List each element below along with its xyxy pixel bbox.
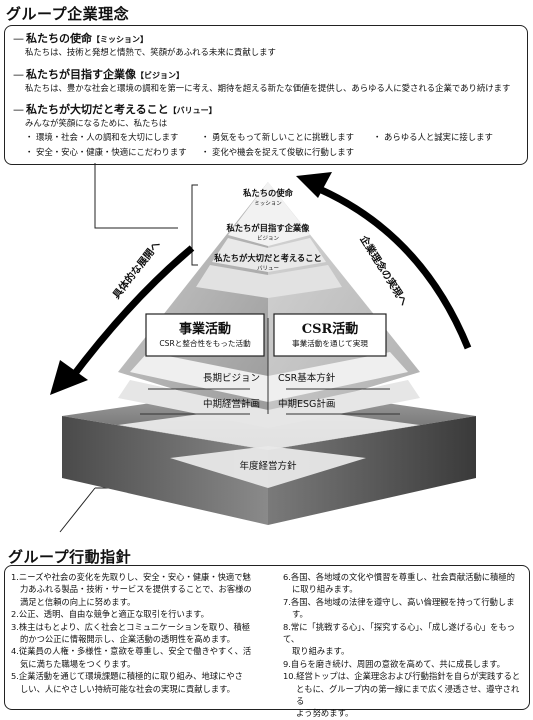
bracket xyxy=(191,184,198,266)
csr-sub: 事業活動を通じて実現 xyxy=(292,339,368,348)
biz-title: 事業活動 xyxy=(178,322,231,337)
connector-line xyxy=(59,487,96,533)
philosophy-title: グループ企業理念 xyxy=(6,5,130,23)
values-heading: —私たちが大切だと考えること【バリュー】 xyxy=(13,103,217,116)
csr-box xyxy=(273,313,387,357)
values-intro: みんなが笑顔になるために、私たちは xyxy=(25,118,168,128)
values-item: ・ 安全・安心・健康・快適にこだわります xyxy=(25,147,187,157)
guideline-title: グループ行動指針 xyxy=(8,548,132,566)
arrow-right-head xyxy=(296,172,332,198)
guideline-item: 7.各国、各地域の法律を遵守し、高い倫理観を持って行動します。 xyxy=(283,596,515,620)
annual-label: 年度経営方針 xyxy=(239,461,297,472)
csr-title: CSR活動 xyxy=(301,322,359,337)
mission-heading: —私たちの使命【ミッション】 xyxy=(13,32,148,45)
values-item: ・ 勇気をもって新しいことに挑戦します xyxy=(201,132,354,142)
philosophy-box: —私たちの使命【ミッション】 私たちは、技術と発想と情熱で、笑顔があふれる未来に… xyxy=(4,25,528,165)
pyramid-values-sub: バリュー xyxy=(256,266,279,272)
guidelines-left: 1.ニーズや社会の変化を先取りし、安全・安心・健康・快適で魅力あふれる製品・技術… xyxy=(11,571,273,695)
values-item: ・ 環境・社会・人の調和を大切にします xyxy=(25,132,179,142)
tier-vision xyxy=(212,238,326,272)
vision-text: 私たちは、豊かな社会と環境の調和を第一に考え、期待を超える新たな価値を提供し、あ… xyxy=(25,83,511,93)
tier-values xyxy=(196,265,342,298)
pyramid-mission-sub: ミッション xyxy=(254,201,282,207)
mid-plan-label: 中期経営計画 xyxy=(202,399,260,410)
long-vision-label: 長期ビジョン xyxy=(202,373,260,384)
annual-face xyxy=(170,446,366,488)
biz-box xyxy=(145,313,265,357)
guideline-box: 1.ニーズや社会の変化を先取りし、安全・安心・健康・快適で魅力あふれる製品・技術… xyxy=(4,565,530,718)
mid-esg-label: 中期ESG計画 xyxy=(278,399,336,410)
base-left xyxy=(62,416,268,525)
connector-line xyxy=(94,163,178,229)
guideline-item: 1.ニーズや社会の変化を先取りし、安全・安心・健康・快適で魅力あふれる製品・技術… xyxy=(11,572,252,607)
guideline-item: 5.企業活動を通じて環境課題に積極的に取り組み、地球にやさしい、人にやさしい持続… xyxy=(11,671,243,694)
tier-long-vision xyxy=(130,352,408,402)
base-right xyxy=(268,416,476,525)
guidelines-right: 6.各国、各地域の文化や慣習を尊重し、社会貢献活動に積極的に取り組みます。 7.… xyxy=(283,571,527,720)
csr-policy-label: CSR基本方針 xyxy=(278,373,336,384)
pyramid-vision-label: 私たちが目指す企業像 xyxy=(226,223,310,233)
guideline-item: 8.常に「挑戦する心」、「探究する心」、「成し遂げる心」をもって、取り組みます。 xyxy=(283,621,515,657)
pyramid-mission-label: 私たちの使命 xyxy=(243,188,293,198)
biz-sub: CSRと整合性をもった活動 xyxy=(159,339,251,348)
guideline-item: 2.公正、透明、自由な競争と適正な取引を行います。 xyxy=(11,609,209,620)
values-item: ・ 変化や機会を捉えて俊敏に行動します xyxy=(201,147,354,157)
tier-mission xyxy=(228,182,310,246)
mission-text: 私たちは、技術と発想と情熱で、笑顔があふれる未来に貢献します xyxy=(25,47,276,57)
arrow-left-head xyxy=(50,360,88,395)
arrow-left-shaft xyxy=(67,245,195,383)
guideline-item: 9.自らを磨き続け、周囲の意欲を高めて、共に成長します。 xyxy=(283,658,505,669)
values-item: ・ あらゆる人と誠実に接します xyxy=(373,132,493,142)
pyramid-vision-sub: ビジョン xyxy=(256,236,279,242)
vision-heading: —私たちが目指す企業像【ビジョン】 xyxy=(13,68,184,81)
guideline-item: 4.従業員の人権・多様性・意欲を尊重し、安全で働きやすく、活気に満ちた職場をつく… xyxy=(11,646,252,669)
guideline-item: 6.各国、各地域の文化や慣習を尊重し、社会貢献活動に積極的に取り組みます。 xyxy=(283,572,515,595)
arrow-right-shaft xyxy=(308,181,472,350)
pyramid-values-label: 私たちが大切だと考えること xyxy=(214,253,322,263)
tier-mid-plan xyxy=(118,380,420,428)
guideline-item: 10.経営トップは、企業理念および行動指針を自らが実践するとともに、グループ内の… xyxy=(283,671,521,719)
guideline-item: 3.株主はもとより、広く社会とコミュニケーションを取り、積極的かつ公正に情報開示… xyxy=(11,621,251,645)
